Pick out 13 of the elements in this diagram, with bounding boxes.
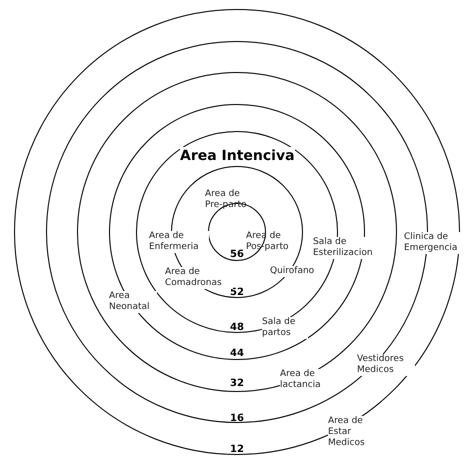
zone-label: Area de Comadronas <box>165 267 233 289</box>
ring-number: 48 <box>230 322 244 334</box>
ring-number: 32 <box>230 378 244 390</box>
ring-number: 16 <box>230 413 244 425</box>
zone-label: Vestidores Medicos <box>357 354 415 376</box>
zone-label: Area Neonatal <box>109 291 157 313</box>
ring-number: 56 <box>230 249 244 261</box>
ring-number: 52 <box>230 287 244 299</box>
ring-number: 44 <box>230 348 244 360</box>
zone-label: Area de Enfermeria <box>149 231 209 253</box>
zone-label: Quirofano <box>270 266 314 277</box>
zone-label: Sala de partos <box>262 317 308 339</box>
ring-number: 12 <box>230 444 244 456</box>
